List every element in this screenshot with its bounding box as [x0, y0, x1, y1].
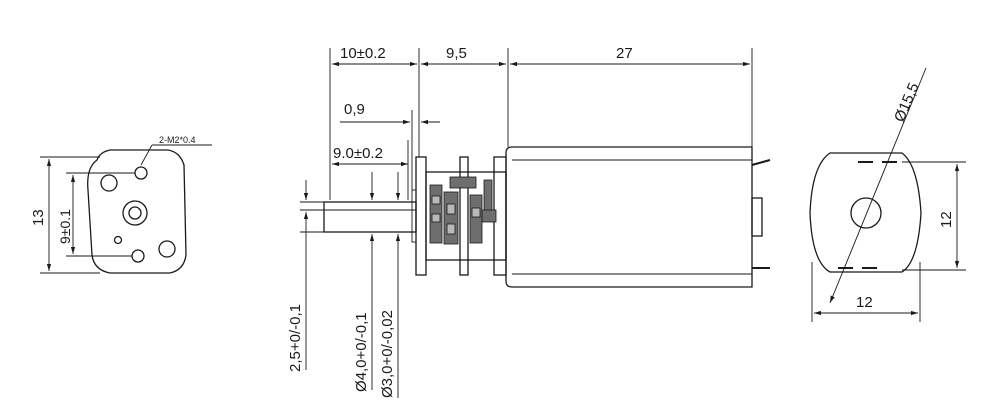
shaft-boss-inner	[128, 206, 142, 220]
gear-top-pinion	[449, 176, 477, 189]
dim-label-shaft-dia-3: Ø3,0+0/-0,02	[379, 310, 396, 398]
hole-callout-leader	[140, 144, 153, 166]
gear-stack-2	[443, 191, 459, 245]
motor-can	[505, 146, 753, 288]
dim-line-diameter	[829, 67, 927, 304]
dim-label-gearbox: 10±0.2	[340, 45, 386, 62]
terminal-top	[751, 159, 771, 166]
dim-label-rear-height: 12	[938, 211, 955, 228]
mount-hole-bottom	[131, 249, 145, 263]
tiny-hole	[113, 235, 123, 245]
rear-view: Ø15,5 12 12	[809, 67, 966, 322]
motor-pinion	[481, 209, 497, 223]
dim-label-shaft-dia-4: Ø4,0+0/-0,1	[353, 312, 370, 392]
small-hole-right	[158, 240, 176, 258]
front-view: 2-M2*0.4 13 9±0.1	[30, 135, 212, 274]
gear-tooth-1	[431, 195, 441, 205]
gear-tooth-2	[431, 213, 441, 223]
gearbox-mid-plate	[459, 156, 469, 276]
gearbox-front-plate-inner	[411, 189, 417, 243]
motor-end-boss	[751, 197, 763, 237]
dim-label-rear-width: 12	[856, 294, 873, 311]
dim-label-shaft-flat: 2,5+0/-0,1	[287, 304, 304, 372]
rear-center-boss	[850, 197, 882, 229]
gear-tooth-5	[471, 207, 481, 218]
mount-hole-top	[134, 166, 148, 180]
dim-label-hole-spacing: 9±0.1	[57, 209, 73, 244]
dim-label-plate-thickness: 0,9	[344, 101, 365, 118]
dim-label-height: 13	[30, 209, 47, 226]
front-plate-outline	[87, 149, 187, 274]
shaft-boss-outer	[122, 200, 148, 226]
hole-callout-label: 2-M2*0.4	[159, 135, 196, 145]
gearbox-front-plate	[415, 156, 427, 276]
gear-stack-3	[469, 194, 483, 244]
output-shaft	[323, 201, 417, 233]
rear-outline	[809, 152, 922, 273]
side-view: 10±0.2 9,5 27 0,9 9.0±0.2 2,5+0/-0,1 Ø4,…	[287, 45, 771, 398]
gear-tooth-3	[446, 203, 456, 215]
small-hole-left	[100, 174, 118, 192]
dim-label-gear-section: 9,5	[446, 45, 467, 62]
dim-label-motor-body: 27	[616, 45, 633, 62]
dim-label-shaft-length: 9.0±0.2	[333, 145, 383, 162]
gear-tooth-4	[446, 223, 456, 235]
dim-label-diameter: Ø15,5	[891, 80, 923, 124]
